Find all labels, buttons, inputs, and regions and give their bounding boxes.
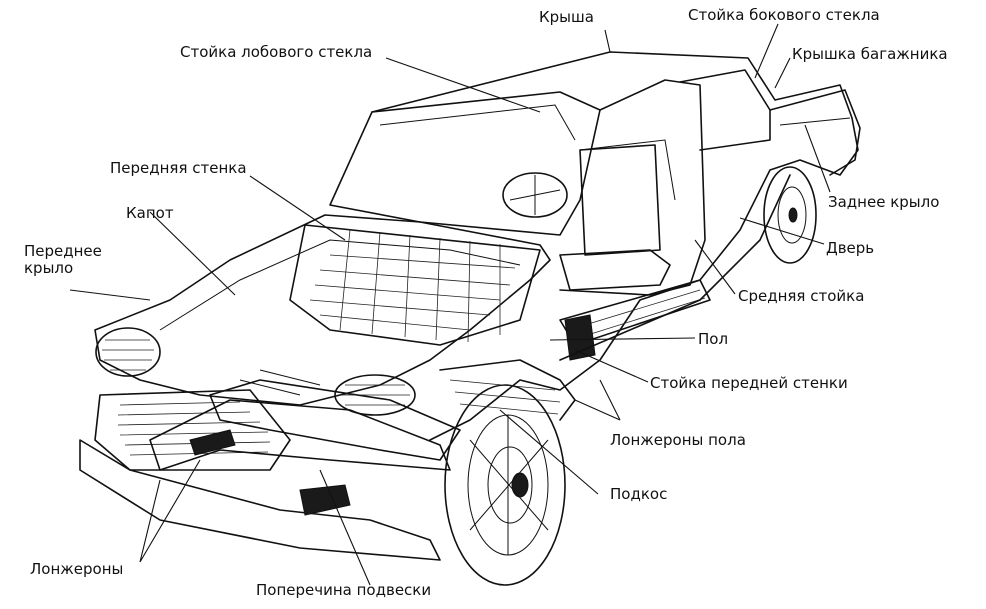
label-suspension-crossmember: Поперечина подвески	[256, 581, 432, 599]
label-roof: Крыша	[539, 8, 594, 26]
label-front-wall-pillar: Стойка передней стенки	[650, 374, 848, 392]
label-hood: Капот	[126, 204, 174, 222]
label-floor-side-members: Лонжероны пола	[610, 431, 746, 449]
label-center-pillar: Средняя стойка	[738, 287, 865, 305]
label-front-fender: Переднее крыло	[24, 242, 102, 277]
label-floor: Пол	[698, 330, 729, 348]
label-door: Дверь	[826, 239, 875, 257]
label-trunk-lid: Крышка багажника	[792, 45, 948, 63]
label-front-wall: Передняя стенка	[110, 159, 247, 177]
label-strut: Подкос	[610, 485, 668, 503]
label-windshield-pillar: Стойка лобового стекла	[180, 43, 373, 61]
label-side-members: Лонжероны	[30, 560, 124, 578]
label-side-window-pillar: Стойка бокового стекла	[688, 6, 880, 24]
label-rear-fender: Заднее крыло	[828, 193, 940, 211]
